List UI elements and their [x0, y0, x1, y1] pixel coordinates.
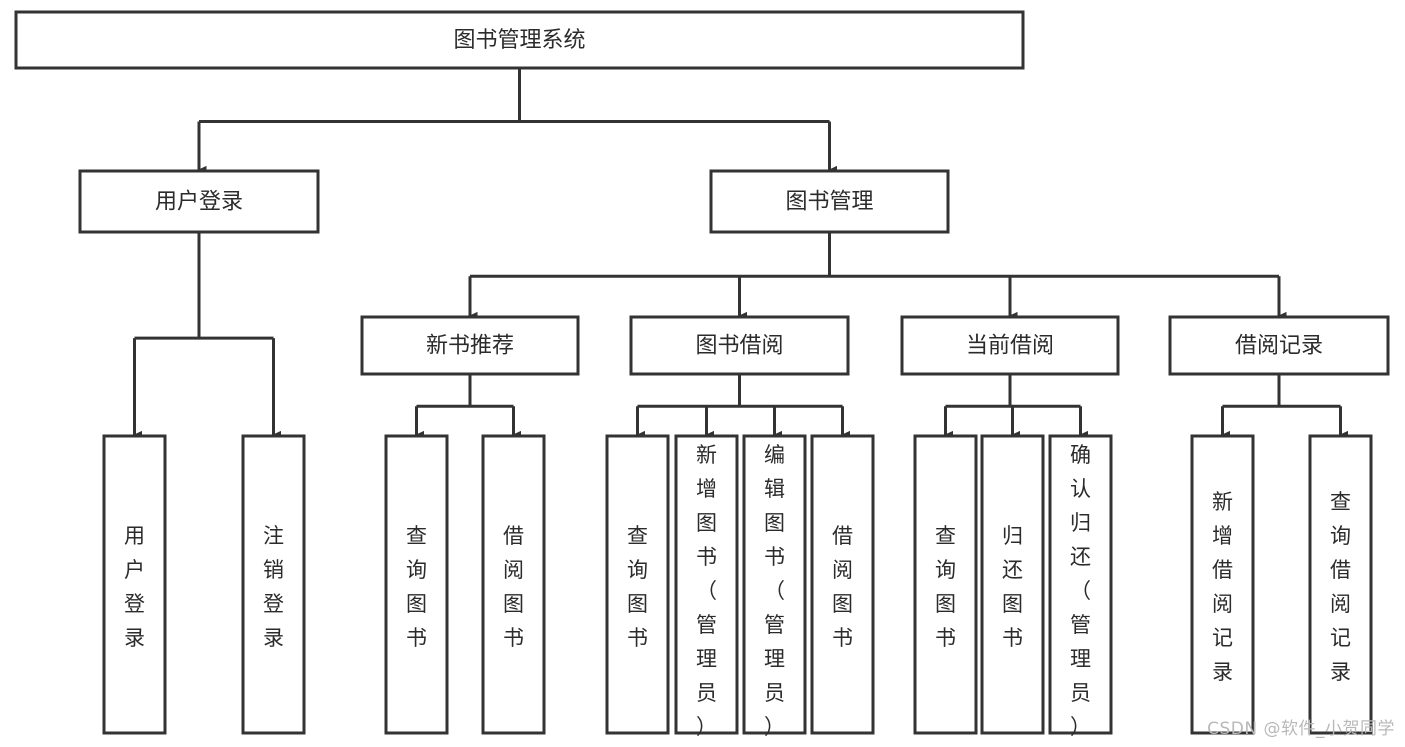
node-leaf-user-login-box	[102, 434, 167, 735]
node-root-system[interactable]: 图书管理系统	[14, 10, 1025, 70]
node-leaf-borrow-book-label: 借阅图书	[832, 524, 853, 650]
node-new-book-rec-box	[360, 315, 580, 376]
node-book-borrow-label: 图书借阅	[695, 334, 783, 359]
node-leaf-borrow-book-rec[interactable]: 借阅图书	[481, 434, 546, 735]
node-borrow-record[interactable]: 借阅记录	[1168, 315, 1390, 376]
node-leaf-query-record-box	[1308, 434, 1373, 735]
node-leaf-logout-login-box	[241, 434, 306, 735]
node-leaf-user-login-label: 用户登录	[124, 524, 145, 650]
node-leaf-add-book-label: 新增图书（管理员）	[696, 443, 717, 739]
connector-bookmanage-to-level3	[468, 232, 1287, 321]
node-borrow-record-box	[1168, 315, 1390, 376]
node-leaf-query-book-cur-label: 查询图书	[935, 524, 956, 650]
node-leaf-user-login[interactable]: 用户登录	[102, 434, 167, 735]
node-borrow-record-label: 借阅记录	[1235, 334, 1323, 359]
node-current-borrow[interactable]: 当前借阅	[900, 315, 1120, 376]
node-leaf-logout-login[interactable]: 注销登录	[241, 434, 306, 735]
node-user-login[interactable]: 用户登录	[78, 169, 320, 234]
node-new-book-rec-label: 新书推荐	[426, 334, 514, 359]
node-leaf-query-record[interactable]: 查询借阅记录	[1308, 434, 1373, 735]
node-book-borrow[interactable]: 图书借阅	[629, 315, 850, 376]
node-leaf-borrow-book-rec-box	[481, 434, 546, 735]
connectors-layer	[133, 68, 1349, 440]
node-leaf-query-book-cur[interactable]: 查询图书	[913, 434, 978, 735]
connector-user-login-to-leaves	[133, 232, 282, 440]
node-new-book-rec[interactable]: 新书推荐	[360, 315, 580, 376]
node-leaf-add-record-box	[1190, 434, 1255, 735]
node-leaf-confirm-return-box	[1048, 434, 1113, 735]
node-leaf-query-book-label: 查询图书	[627, 524, 648, 650]
node-leaf-borrow-book-rec-label: 借阅图书	[503, 524, 524, 650]
node-root-system-label: 图书管理系统	[453, 28, 585, 53]
node-root-system-box	[14, 10, 1025, 70]
node-leaf-query-book[interactable]: 查询图书	[605, 434, 670, 735]
node-leaf-add-record[interactable]: 新增借阅记录	[1190, 434, 1255, 735]
node-leaf-borrow-book[interactable]: 借阅图书	[810, 434, 875, 735]
node-leaf-confirm-return-label: 确认归还（管理员）	[1070, 443, 1091, 739]
node-book-manage-label: 图书管理	[785, 190, 873, 215]
node-leaf-query-record-label: 查询借阅记录	[1330, 490, 1351, 684]
node-leaf-return-book-label: 归还图书	[1002, 524, 1023, 650]
nodes-layer: 图书管理系统用户登录图书管理新书推荐图书借阅当前借阅借阅记录用户登录注销登录查询…	[14, 10, 1390, 739]
node-leaf-query-book-cur-box	[913, 434, 978, 735]
node-leaf-edit-book-label: 编辑图书（管理员）	[764, 443, 785, 739]
node-leaf-borrow-book-box	[810, 434, 875, 735]
node-leaf-add-record-label: 新增借阅记录	[1212, 490, 1233, 684]
node-user-login-box	[78, 169, 320, 234]
node-leaf-query-book-rec[interactable]: 查询图书	[384, 434, 449, 735]
connector-borrow-record-to-leaves	[1221, 374, 1349, 440]
node-leaf-query-book-rec-box	[384, 434, 449, 735]
connector-root-to-level2	[197, 68, 838, 175]
node-leaf-edit-book-box	[742, 434, 807, 735]
node-leaf-add-book[interactable]: 新增图书（管理员）	[674, 434, 739, 739]
node-leaf-logout-login-label: 注销登录	[263, 524, 284, 650]
connector-new-book-rec-to-leaves	[415, 374, 522, 440]
node-leaf-query-book-box	[605, 434, 670, 735]
node-book-manage[interactable]: 图书管理	[709, 169, 950, 234]
node-book-borrow-box	[629, 315, 850, 376]
node-leaf-add-book-box	[674, 434, 739, 735]
node-user-login-label: 用户登录	[155, 190, 243, 215]
node-current-borrow-box	[900, 315, 1120, 376]
connector-book-borrow-to-leaves	[636, 374, 851, 440]
node-leaf-return-book[interactable]: 归还图书	[980, 434, 1045, 735]
node-leaf-query-book-rec-label: 查询图书	[406, 524, 427, 650]
node-leaf-edit-book[interactable]: 编辑图书（管理员）	[742, 434, 807, 739]
node-leaf-return-book-box	[980, 434, 1045, 735]
node-current-borrow-label: 当前借阅	[966, 334, 1054, 359]
connector-current-borrow-to-leaves	[944, 374, 1089, 440]
node-leaf-confirm-return[interactable]: 确认归还（管理员）	[1048, 434, 1113, 739]
node-book-manage-box	[709, 169, 950, 234]
